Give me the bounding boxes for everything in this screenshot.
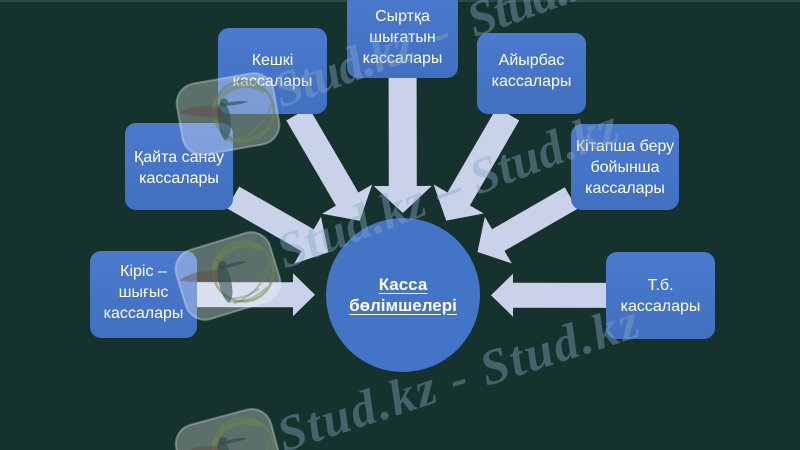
svg-text:Stud.kz - Stud.kz: Stud.kz - Stud.kz [270,292,647,450]
svg-text:Stud.kz - Stud.kz: Stud.kz - Stud.kz [266,0,616,118]
svg-text:Stud.kz – Stud.kz: Stud.kz – Stud.kz [269,97,627,279]
